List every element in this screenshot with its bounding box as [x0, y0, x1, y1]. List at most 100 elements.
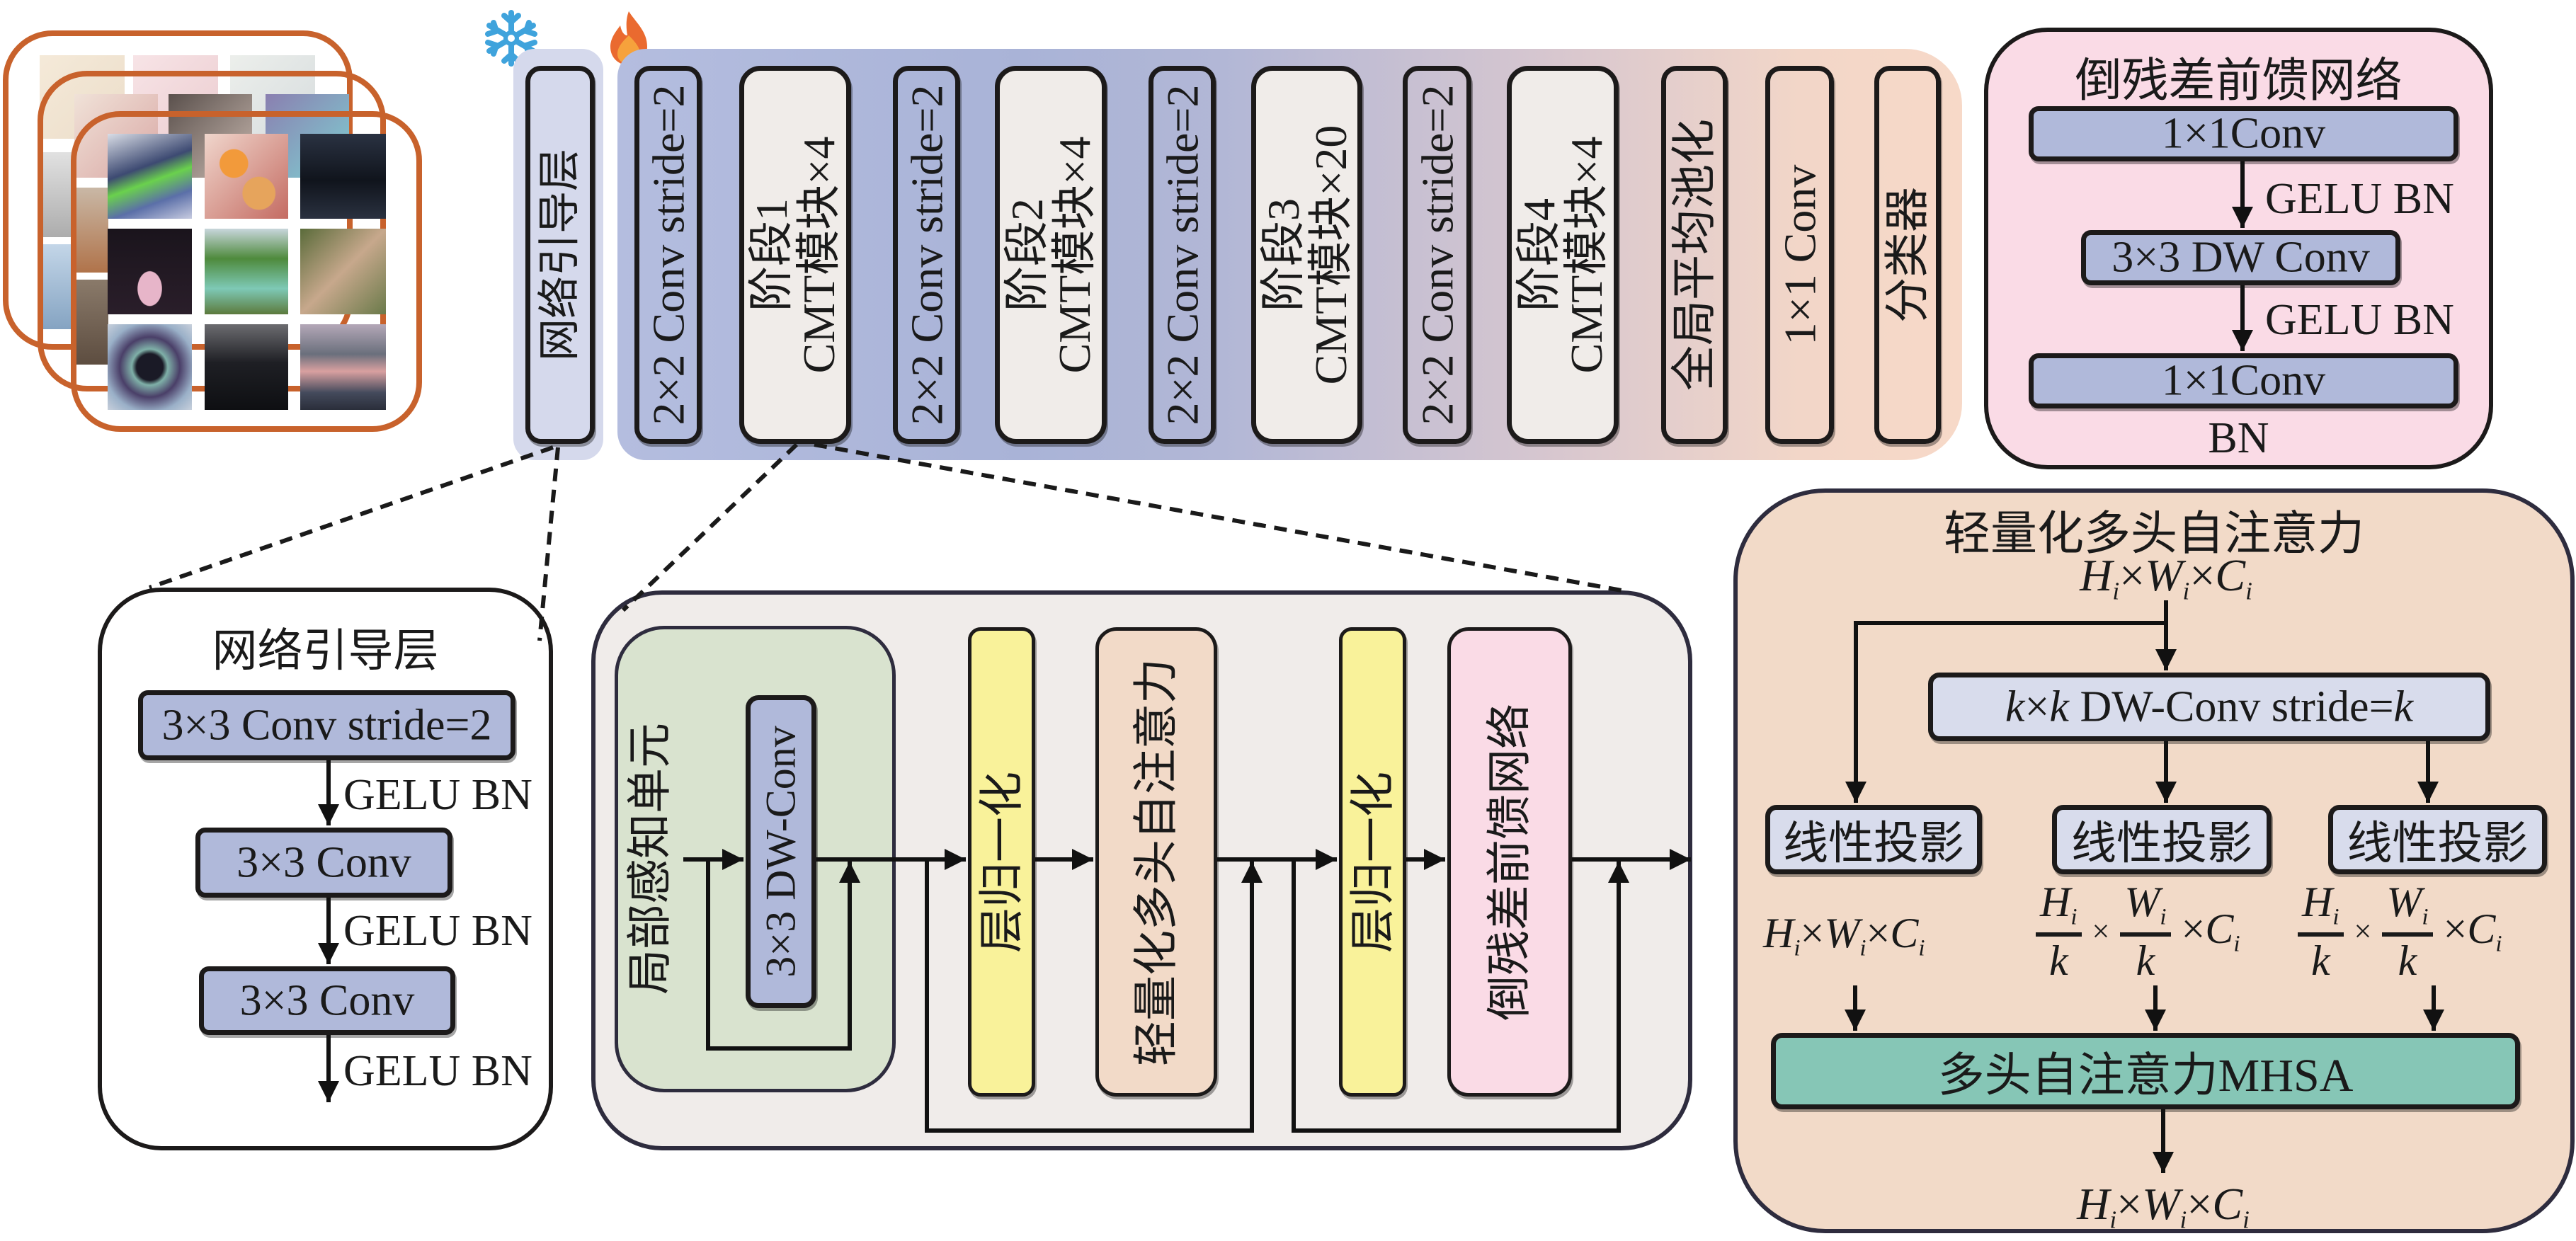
stage-1-block[interactable]: 阶段1 CMT模块×4 [739, 66, 851, 444]
shape-c: C [1890, 910, 1919, 956]
linear-projection-k-label: 线性投影 [2071, 818, 2252, 869]
layer-norm-2-label: 层归一化 [1347, 771, 1398, 953]
shape-sub: i [2179, 1206, 2187, 1234]
linear-projection-k[interactable]: 线性投影 [2052, 805, 2272, 874]
shape-w: W [1824, 910, 1860, 956]
image-thumbnail [205, 134, 288, 219]
lmhsa-block[interactable]: 轻量化多头自注意力 [1095, 627, 1217, 1097]
stage-4-label: 阶段4 CMT模块×4 [1513, 137, 1612, 374]
shape-sub: i [2160, 904, 2167, 930]
stage-2-name: 阶段2 [1001, 198, 1052, 311]
irffn-conv1x1-b-label: 1×1Conv [2161, 356, 2326, 405]
zoom-connector-guide-left [149, 445, 554, 590]
shape-sub: i [2245, 577, 2252, 605]
irffn-block[interactable]: 倒残差前馈网络 [1447, 627, 1572, 1097]
shape-sub: i [1918, 935, 1925, 961]
shape-w: W [2142, 1179, 2180, 1229]
linear-projection-v[interactable]: 线性投影 [2328, 805, 2547, 874]
global-avg-pool-block[interactable]: 全局平均池化 [1661, 66, 1728, 444]
stage-4-block[interactable]: 阶段4 CMT模块×4 [1507, 66, 1619, 444]
stage-2-repeat: CMT模块×4 [1049, 136, 1100, 374]
lmhsa-input-shape: Hi×Wi×Ci [1733, 549, 2576, 605]
shape-sub: i [2109, 1206, 2117, 1234]
stage-1-name: 阶段1 [746, 198, 797, 311]
shape-sub: i [1859, 935, 1867, 961]
downsample-conv-1[interactable]: 2×2 Conv stride=2 [634, 66, 702, 444]
layer-norm-1[interactable]: 层归一化 [968, 627, 1035, 1097]
guide-layer-block[interactable]: 网络引导层 [525, 66, 595, 444]
times-sign: × [2187, 1179, 2213, 1229]
image-thumbnail [108, 134, 192, 219]
guide-conv-3[interactable]: 3×3 Conv [199, 966, 455, 1035]
linear-projection-q[interactable]: 线性投影 [1765, 805, 1982, 874]
downsample-conv-3-label: 2×2 Conv stride=2 [1156, 84, 1207, 425]
downsample-conv-4-label: 2×2 Conv stride=2 [1411, 84, 1462, 425]
classifier-label: 分类器 [1882, 187, 1933, 323]
shape-sub: i [1794, 935, 1801, 961]
guide-act-1: GELU BN [343, 771, 532, 819]
stage-3-block[interactable]: 阶段3 CMT模块×20 [1251, 66, 1362, 444]
guide-conv-2[interactable]: 3×3 Conv [195, 828, 452, 898]
lmhsa-output-shape: Hi×Wi×Ci [1733, 1178, 2576, 1234]
guide-panel-title: 网络引导层 [212, 626, 439, 676]
shape-h: H [2077, 1179, 2110, 1229]
shape-h: H [2040, 879, 2071, 925]
guide-conv-stride2[interactable]: 3×3 Conv stride=2 [138, 690, 515, 760]
mhsa-block-label: 多头自注意力MHSA [1937, 1050, 2354, 1102]
dwconv-text: DW-Conv stride= [2068, 682, 2394, 731]
k-var: k [2049, 682, 2069, 731]
lpu-dwconv-label: 3×3 DW-Conv [757, 726, 804, 978]
k-var: k [2310, 937, 2330, 984]
downsample-conv-2-label: 2×2 Conv stride=2 [901, 84, 952, 425]
lpu-label-text: 局部感知单元 [625, 722, 676, 995]
guide-act-3: GELU BN [343, 1047, 532, 1095]
irffn-conv1x1-a[interactable]: 1×1Conv [2029, 106, 2458, 161]
shape-c: C [2215, 550, 2246, 600]
times-sign: × [2092, 913, 2110, 949]
shape-sub: i [2112, 577, 2120, 605]
irffn-tail-bn: BN [2208, 414, 2269, 462]
shape-c: C [2467, 905, 2496, 952]
kxk-dwconv-block[interactable]: k×k DW-Conv stride=k [1928, 673, 2490, 741]
k-var: k [2393, 682, 2414, 731]
irffn-panel-title: 倒残差前馈网络 [2075, 55, 2403, 107]
mhsa-block[interactable]: 多头自注意力MHSA [1771, 1033, 2520, 1109]
stage-4-name: 阶段4 [1513, 198, 1564, 311]
k-var: k [2048, 937, 2068, 984]
image-thumbnail [74, 280, 108, 365]
irffn-dwconv-label: 3×3 DW Conv [2111, 233, 2370, 282]
linear-projection-v-label: 线性投影 [2347, 818, 2529, 869]
stage-1-repeat: CMT模块×4 [794, 136, 844, 374]
stage-2-block[interactable]: 阶段2 CMT模块×4 [995, 66, 1107, 444]
input-image-stack [0, 0, 439, 439]
times-sign: × [1800, 910, 1825, 956]
downsample-conv-3[interactable]: 2×2 Conv stride=2 [1149, 66, 1216, 444]
times-sign: × [2119, 550, 2145, 600]
linear-projection-q-label: 线性投影 [1783, 818, 1964, 869]
lpu-dwconv[interactable]: 3×3 DW-Conv [746, 695, 816, 1008]
stage-3-repeat: CMT模块×20 [1305, 125, 1356, 385]
image-frame-front [71, 111, 422, 432]
global-avg-pool-label: 全局平均池化 [1669, 119, 1720, 391]
image-thumbnail [300, 229, 386, 314]
downsample-conv-2[interactable]: 2×2 Conv stride=2 [893, 66, 960, 444]
layer-norm-2[interactable]: 层归一化 [1339, 627, 1406, 1097]
times-sign: × [1866, 910, 1891, 956]
times-sign: × [2181, 905, 2206, 952]
times-sign: × [2354, 913, 2372, 949]
image-thumbnail [108, 229, 192, 314]
shape-sub: i [2233, 931, 2240, 957]
irffn-conv1x1-b[interactable]: 1×1Conv [2029, 353, 2458, 408]
zoom-connector-guide-right [537, 447, 560, 641]
classifier-block[interactable]: 分类器 [1874, 66, 1941, 444]
zoom-connector-cmt-left [621, 442, 799, 612]
stage-3-name: 阶段3 [1258, 198, 1309, 311]
pointwise-conv-block[interactable]: 1×1 Conv [1765, 66, 1834, 444]
downsample-conv-4[interactable]: 2×2 Conv stride=2 [1403, 66, 1471, 444]
irffn-dwconv[interactable]: 3×3 DW Conv [2081, 230, 2400, 285]
